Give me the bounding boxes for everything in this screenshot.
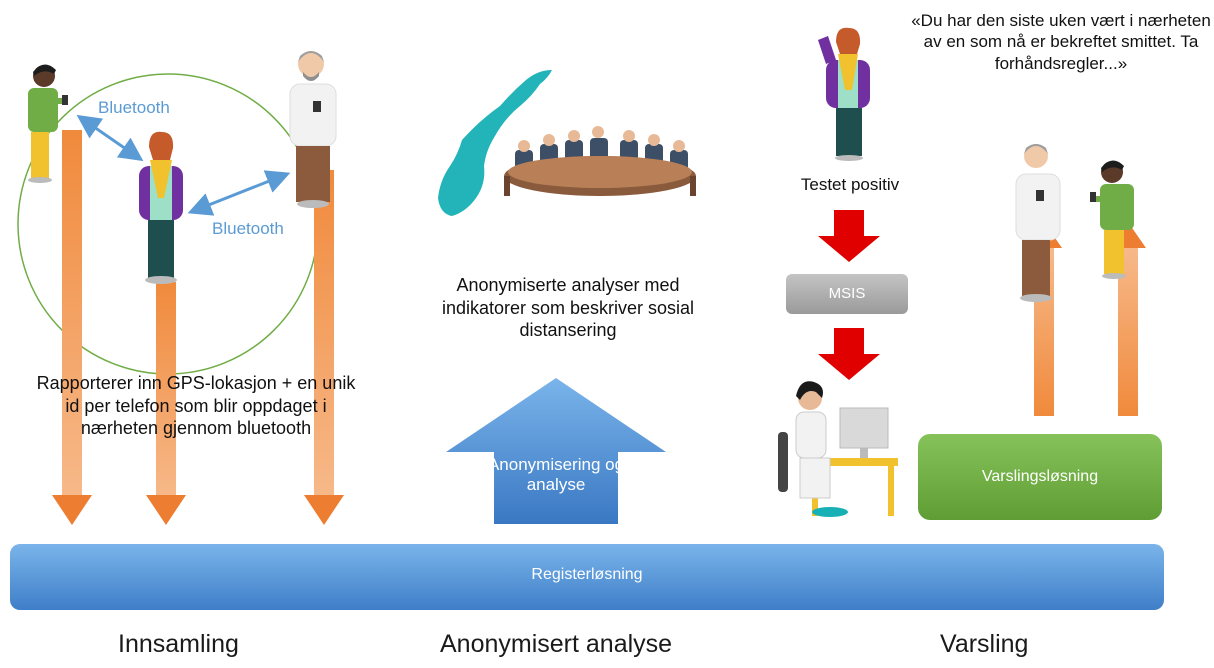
bluetooth-link-arrow-top — [76, 114, 144, 162]
notification-quote: «Du har den siste uken vært i nærheten a… — [911, 11, 1211, 73]
anonymization-arrow-label: Anonymisering og analyse — [487, 455, 625, 494]
column-title-notification: Varsling — [940, 630, 1029, 658]
bluetooth-link-arrow-bottom — [187, 170, 291, 216]
column-title-analysis: Anonymisert analyse — [440, 630, 673, 658]
register-bar-label: Registerløsning — [531, 566, 643, 583]
collection-description: Rapporterer inn GPS-lokasjon + en unik i… — [36, 373, 356, 438]
norway-map-icon — [438, 70, 552, 216]
person-man-notified-icon — [1015, 144, 1061, 302]
upload-arrow-right — [304, 170, 344, 525]
notification-system-box — [918, 434, 1162, 520]
upload-arrow-middle — [146, 282, 186, 525]
upload-arrow-left — [52, 130, 92, 525]
red-arrow-bottom — [818, 328, 880, 380]
person-man-right-icon — [289, 51, 337, 208]
column-title-collection: Innsamling — [118, 630, 239, 658]
msis-box — [786, 274, 908, 314]
msis-label: MSIS — [828, 285, 866, 302]
bluetooth-label-top: Bluetooth — [98, 98, 170, 117]
notification-system-label: Varslingsløsning — [981, 468, 1099, 485]
person-woman-center-icon — [139, 131, 183, 284]
anonymization-arrow — [446, 378, 666, 524]
red-arrow-top — [818, 210, 880, 262]
person-man-left-icon — [28, 64, 68, 183]
register-bar — [10, 544, 1164, 610]
person-young-man-notified-icon — [1090, 160, 1134, 279]
analysis-description: Anonymiserte analyser med indikatorer so… — [441, 275, 695, 340]
bluetooth-label-bottom: Bluetooth — [212, 219, 284, 238]
health-worker-icon — [778, 381, 898, 517]
person-tested-positive-icon — [818, 27, 870, 161]
meeting-table-icon — [504, 126, 696, 196]
tested-positive-label: Testet positiv — [800, 175, 900, 194]
